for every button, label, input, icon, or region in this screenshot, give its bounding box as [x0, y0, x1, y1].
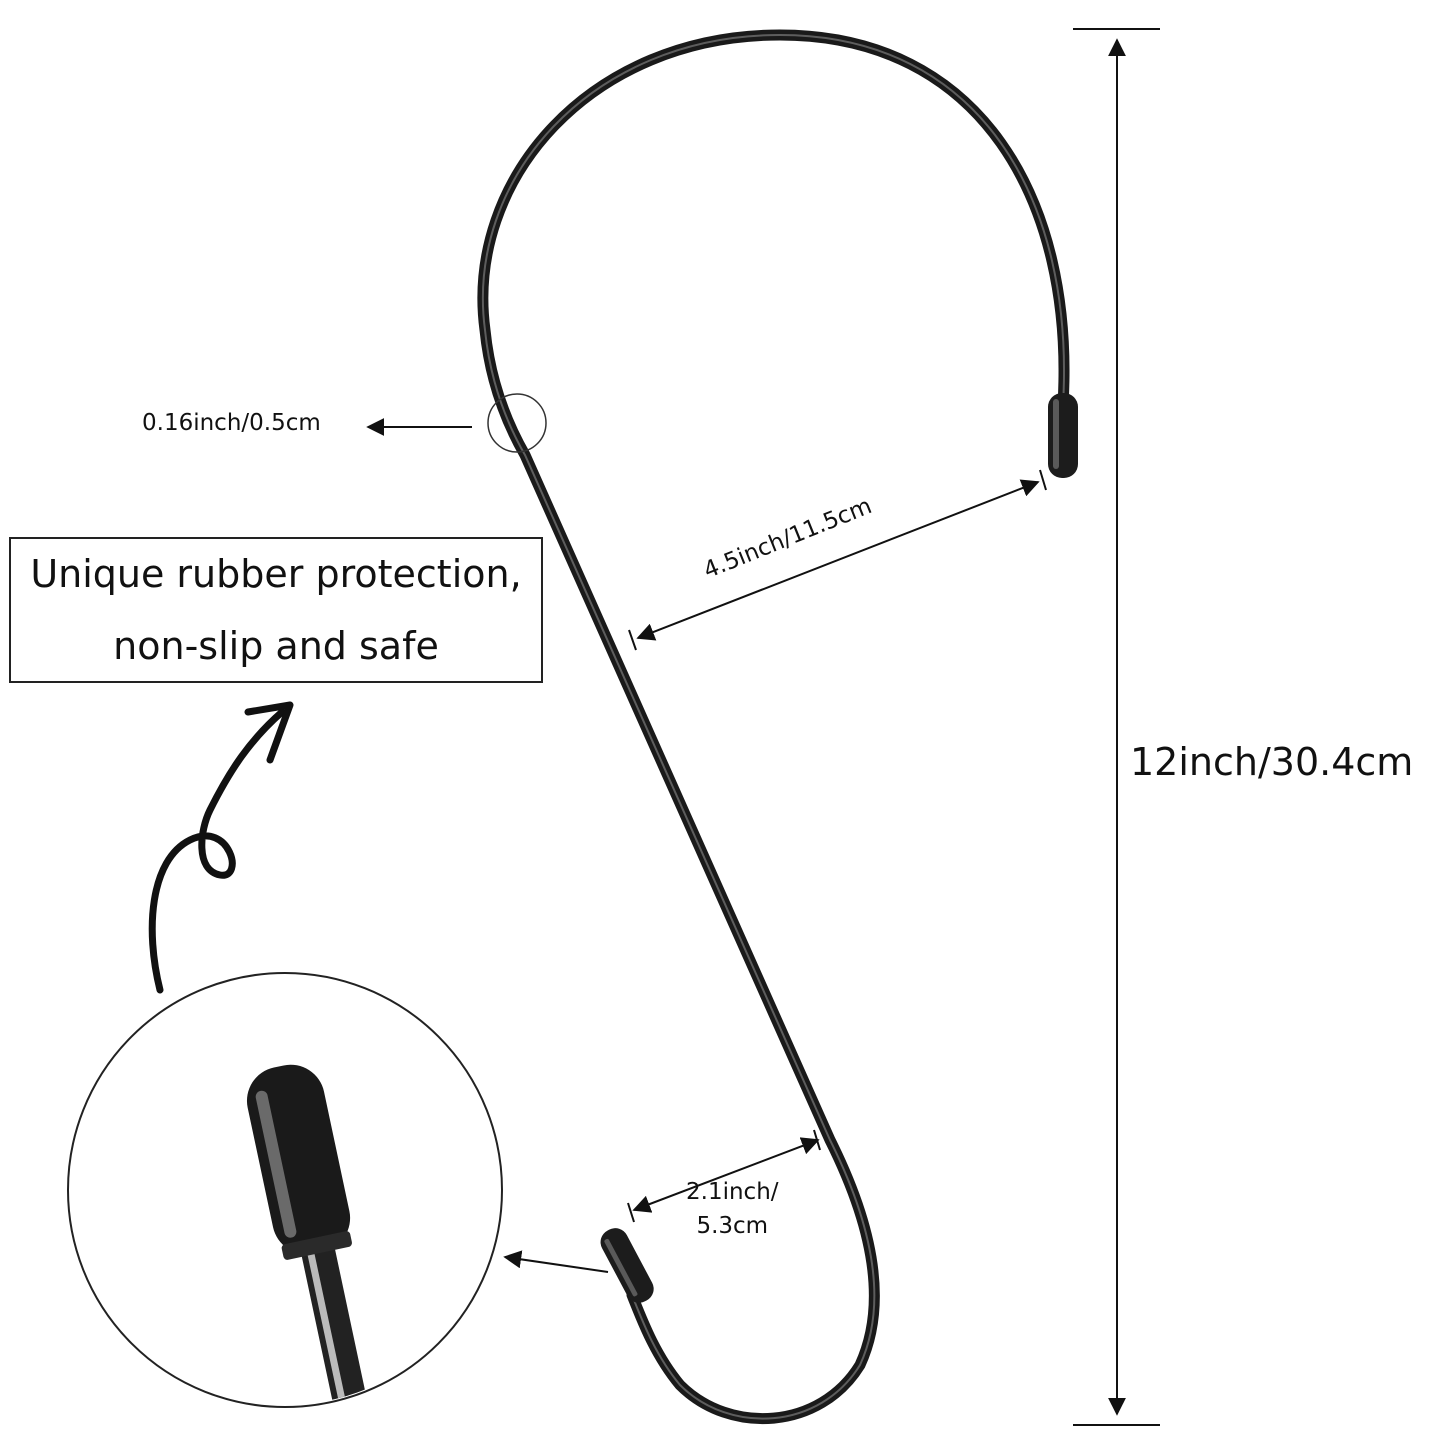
small-opening-dimension: [627, 1129, 821, 1223]
small-opening-label: 2.1inch/ 5.3cm: [686, 1175, 779, 1243]
small-opening-label-line1: 2.1inch/: [686, 1179, 779, 1205]
feature-callout-line1: Unique rubber protection,: [30, 552, 522, 596]
feature-callout-box: Unique rubber protection, non-slip and s…: [9, 537, 543, 683]
rubber-cap-top: [1048, 393, 1078, 478]
large-opening-dimension: [628, 469, 1047, 651]
wire-diameter-circle: [487, 393, 547, 453]
height-label: 12inch/30.4cm: [1130, 740, 1414, 784]
small-opening-label-line2: 5.3cm: [696, 1213, 769, 1239]
height-dimension: [1073, 28, 1160, 1426]
feature-callout-line2: non-slip and safe: [113, 624, 439, 668]
rubber-cap-bottom: [600, 1228, 654, 1303]
wire-diameter-label: 0.16inch/0.5cm: [142, 410, 321, 436]
magnifier-circle-icon: [67, 972, 503, 1408]
zoom-arrow: [503, 1250, 609, 1273]
curly-arrow-icon: [148, 701, 294, 994]
